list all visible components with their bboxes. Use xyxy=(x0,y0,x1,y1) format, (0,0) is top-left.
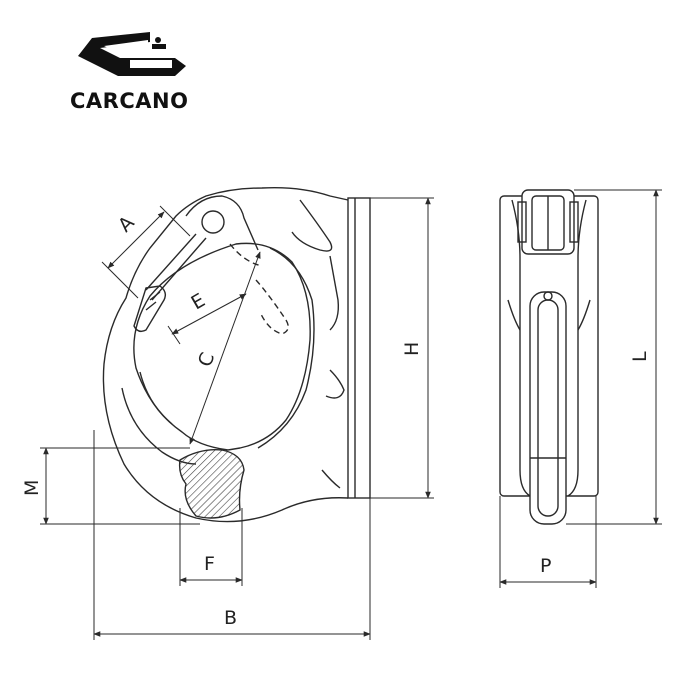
dim-label-h: H xyxy=(401,342,423,356)
dim-label-b: B xyxy=(224,607,237,629)
dim-label-p: P xyxy=(540,555,551,577)
dim-label-l: L xyxy=(629,351,651,362)
carcano-logo-icon xyxy=(78,32,186,76)
hook-side-view xyxy=(102,187,371,523)
dimension-lines xyxy=(40,189,662,640)
section-hatch xyxy=(178,449,245,519)
dim-label-e: E xyxy=(188,289,209,314)
dim-label-m: M xyxy=(21,480,43,496)
dim-label-c: C xyxy=(194,350,219,370)
dim-label-f: F xyxy=(204,553,215,575)
dim-label-a: A xyxy=(114,212,139,237)
brand-name: CARCANO xyxy=(70,89,188,113)
hook-front-view xyxy=(499,189,599,525)
